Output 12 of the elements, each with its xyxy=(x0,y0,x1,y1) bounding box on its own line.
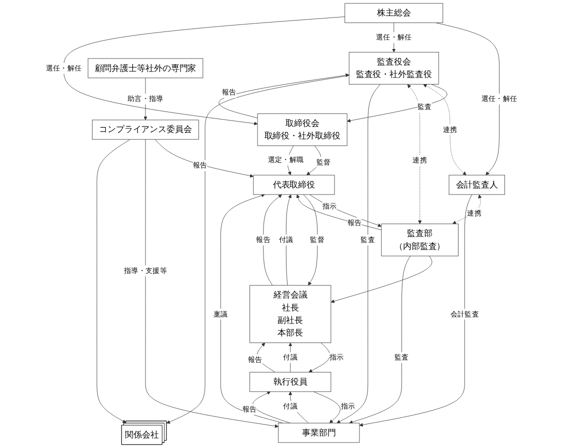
org-box: 取締役会 取締役・社外取締役 xyxy=(257,113,348,146)
stacked-box: 関係会社 xyxy=(121,420,167,445)
org-box: 株主総会 xyxy=(344,3,444,24)
org-box: 監査役会 監査役・社外監査役 xyxy=(348,52,439,84)
org-box: 執行役員 xyxy=(250,372,332,392)
org-box: コンプライアンス委員会 xyxy=(92,120,199,140)
org-box: 事業部門 xyxy=(278,422,360,443)
org-box: 顧問弁護士等社外の専門家 xyxy=(88,58,204,78)
org-box: 経営会議 社長 副社長 本部長 xyxy=(250,285,332,344)
org-box: 会計監査人 xyxy=(448,174,505,195)
org-box: 代表取締役 xyxy=(253,174,335,195)
org-box: 監査部 （内部監査） xyxy=(381,224,458,256)
